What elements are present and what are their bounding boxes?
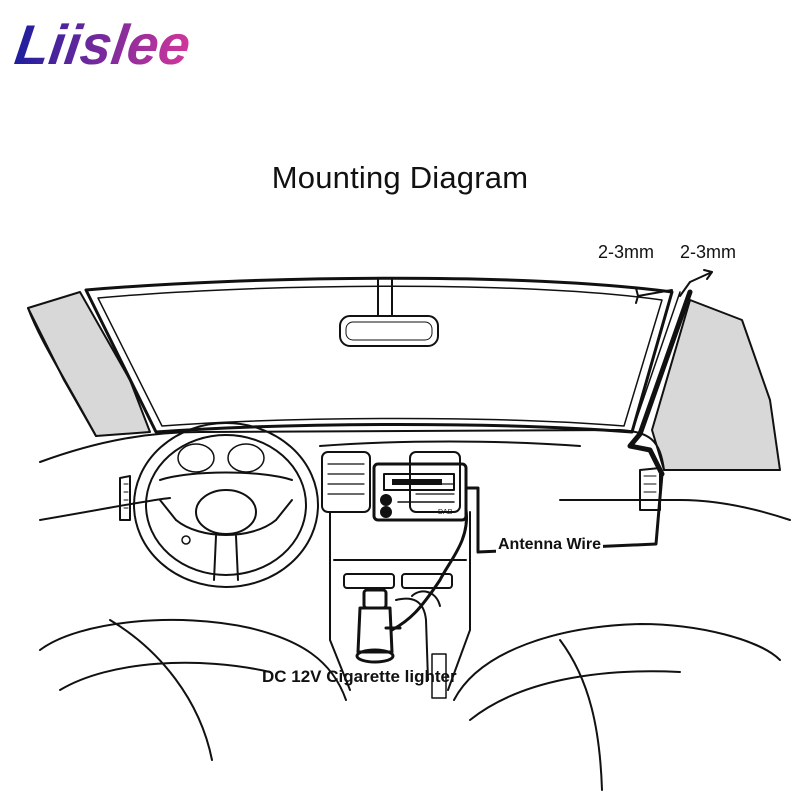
seats (39, 618, 781, 791)
right-a-pillar (651, 299, 781, 471)
left-a-pillar (27, 291, 151, 437)
rear-view-mirror (339, 277, 439, 347)
windshield (84, 276, 674, 434)
dashboard (39, 429, 791, 521)
gap-arrows (635, 269, 713, 304)
antenna-strip (627, 289, 693, 477)
page-title: Mounting Diagram (271, 160, 529, 195)
brand-logo: Liislee (14, 14, 324, 76)
radio-mark: DAB (438, 509, 453, 516)
brand-name: Liislee (14, 14, 194, 76)
radio-unit: DAB (372, 462, 468, 522)
antenna-wire-label: Antenna Wire (496, 536, 603, 554)
antenna-wire (464, 472, 664, 554)
gap-label-right: 2-3mm (680, 242, 737, 262)
center-console (329, 511, 471, 699)
power-cable (390, 508, 468, 632)
gap-label-left: 2-3mm (598, 242, 655, 262)
cigarette-lighter-adapter (355, 588, 402, 664)
steering-wheel (133, 422, 319, 588)
power-label: DC 12V Cigarette lighter (262, 667, 457, 686)
